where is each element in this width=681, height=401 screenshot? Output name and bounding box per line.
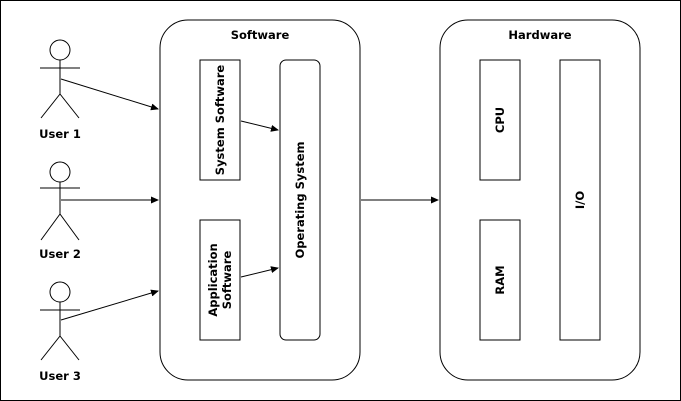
system-software-label: System Software xyxy=(213,65,227,176)
software-container xyxy=(159,19,361,381)
arrow-user3-to-software xyxy=(60,289,159,321)
arrow-application-to-os xyxy=(240,266,279,278)
io-box xyxy=(559,59,601,341)
user-2-label: User 2 xyxy=(39,247,81,261)
cpu-label: CPU xyxy=(493,107,507,133)
user-2-stick-figure-icon xyxy=(40,161,80,241)
arrow-user1-to-software xyxy=(60,78,159,111)
application-software-label-line1: Application xyxy=(206,243,220,316)
application-software-label-line2: Software xyxy=(220,251,234,310)
ram-box xyxy=(479,219,521,341)
user-3-stick-figure-icon xyxy=(40,281,80,361)
hardware-title: Hardware xyxy=(508,28,571,42)
hardware-container xyxy=(439,19,641,381)
actor-user-3: User 3 xyxy=(39,281,81,383)
application-software-box xyxy=(199,219,241,341)
actor-user-2: User 2 xyxy=(39,161,81,261)
user-1-label: User 1 xyxy=(39,127,81,141)
operating-system-label: Operating System xyxy=(293,141,307,258)
cpu-box xyxy=(479,59,521,181)
ram-label: RAM xyxy=(493,265,507,294)
actor-user-1: User 1 xyxy=(39,39,81,141)
user-3-label: User 3 xyxy=(39,369,81,383)
user-1-stick-figure-icon xyxy=(40,39,80,119)
io-label: I/O xyxy=(573,191,587,209)
system-software-box xyxy=(199,59,241,181)
software-group: Software System Software Application Sof… xyxy=(159,19,361,381)
operating-system-box xyxy=(279,59,321,341)
hardware-group: Hardware CPU RAM I/O xyxy=(439,19,641,381)
software-title: Software xyxy=(231,28,290,42)
arrow-system-to-os xyxy=(240,120,279,132)
